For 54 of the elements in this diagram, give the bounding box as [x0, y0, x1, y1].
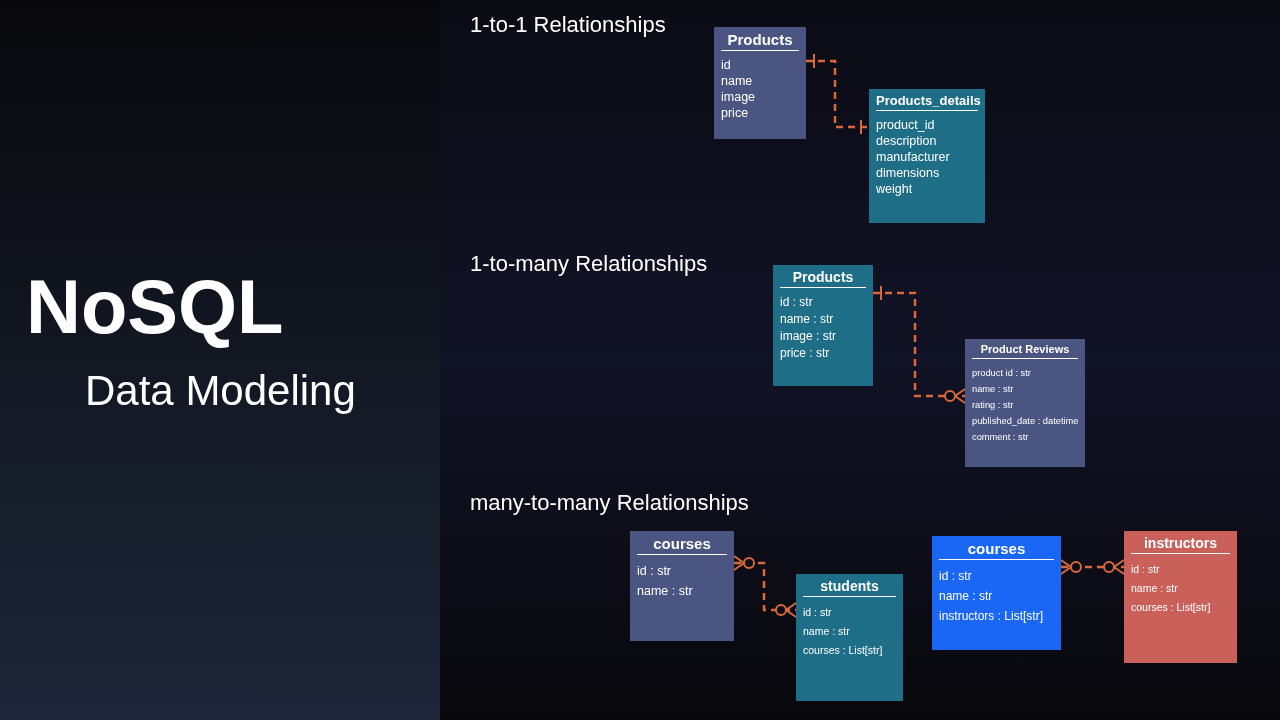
table-name: Product Reviews	[972, 342, 1078, 359]
entity-table	[1124, 531, 1237, 663]
table-name: courses	[939, 539, 1054, 560]
field-name: id : str	[780, 294, 814, 311]
field-name: comment : str	[972, 431, 1030, 444]
entity-table	[773, 265, 873, 386]
field-name: price : str	[780, 345, 831, 362]
field-name: name : str	[972, 383, 1015, 396]
field-name: id	[721, 57, 732, 73]
field-name: name : str	[637, 583, 694, 600]
entity-table	[796, 574, 903, 701]
field-name: instructors : List[str]	[939, 608, 1045, 625]
field-name: name : str	[780, 311, 835, 328]
table-name: Products_details	[876, 92, 978, 111]
field-name: price	[721, 105, 750, 121]
entity-table	[714, 27, 806, 139]
subtitle: Data Modeling	[85, 366, 356, 416]
field-name: dimensions	[876, 165, 941, 181]
field-name: image	[721, 89, 757, 105]
field-name: rating : str	[972, 399, 1015, 412]
relationship-line	[806, 53, 869, 135]
field-name: published_date : datetime	[972, 415, 1080, 428]
field-name: manufacturer	[876, 149, 951, 165]
field-name: weight	[876, 181, 914, 197]
entity-table	[965, 339, 1085, 467]
field-name: image : str	[780, 328, 837, 345]
field-name: product_id	[876, 117, 936, 133]
relationship-line	[733, 555, 797, 618]
table-name: instructors	[1131, 534, 1230, 554]
section-heading: many-to-many Relationships	[470, 490, 749, 517]
relationship-line	[873, 285, 966, 404]
field-name: id : str	[637, 563, 673, 580]
field-name: id : str	[939, 568, 973, 585]
field-name: id : str	[1131, 562, 1161, 577]
field-name: product id : str	[972, 367, 1032, 380]
field-name: courses : List[str]	[803, 643, 884, 658]
table-name: Products	[780, 268, 866, 288]
relationship-line	[1060, 559, 1125, 575]
section-heading: 1-to-many Relationships	[470, 251, 708, 278]
field-name: id : str	[803, 605, 833, 620]
table-name: students	[803, 577, 896, 597]
entity-table	[869, 89, 985, 223]
table-name: Products	[721, 30, 799, 51]
table-name: courses	[637, 534, 727, 555]
field-name: description	[876, 133, 938, 149]
field-name: name : str	[939, 588, 994, 605]
field-name: name	[721, 73, 754, 89]
title: NoSQL	[26, 263, 284, 351]
entity-table	[932, 536, 1061, 650]
field-name: name : str	[803, 624, 851, 639]
field-name: courses : List[str]	[1131, 600, 1212, 615]
entity-table	[630, 531, 734, 641]
field-name: name : str	[1131, 581, 1179, 596]
section-heading: 1-to-1 Relationships	[470, 12, 666, 39]
